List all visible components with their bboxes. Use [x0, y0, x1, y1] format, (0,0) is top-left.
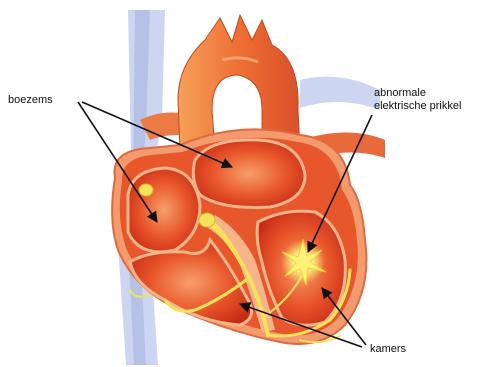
sinoatrial-node — [139, 184, 153, 196]
label-atria: boezems — [8, 94, 53, 106]
left-atrium — [193, 140, 305, 208]
label-abnormal-line2: elektrische prikkel — [374, 100, 461, 112]
right-atrium — [128, 168, 200, 252]
label-ventricles: kamers — [370, 343, 407, 355]
atrioventricular-node — [199, 213, 215, 227]
label-abnormal-line1: abnormale — [374, 87, 426, 99]
